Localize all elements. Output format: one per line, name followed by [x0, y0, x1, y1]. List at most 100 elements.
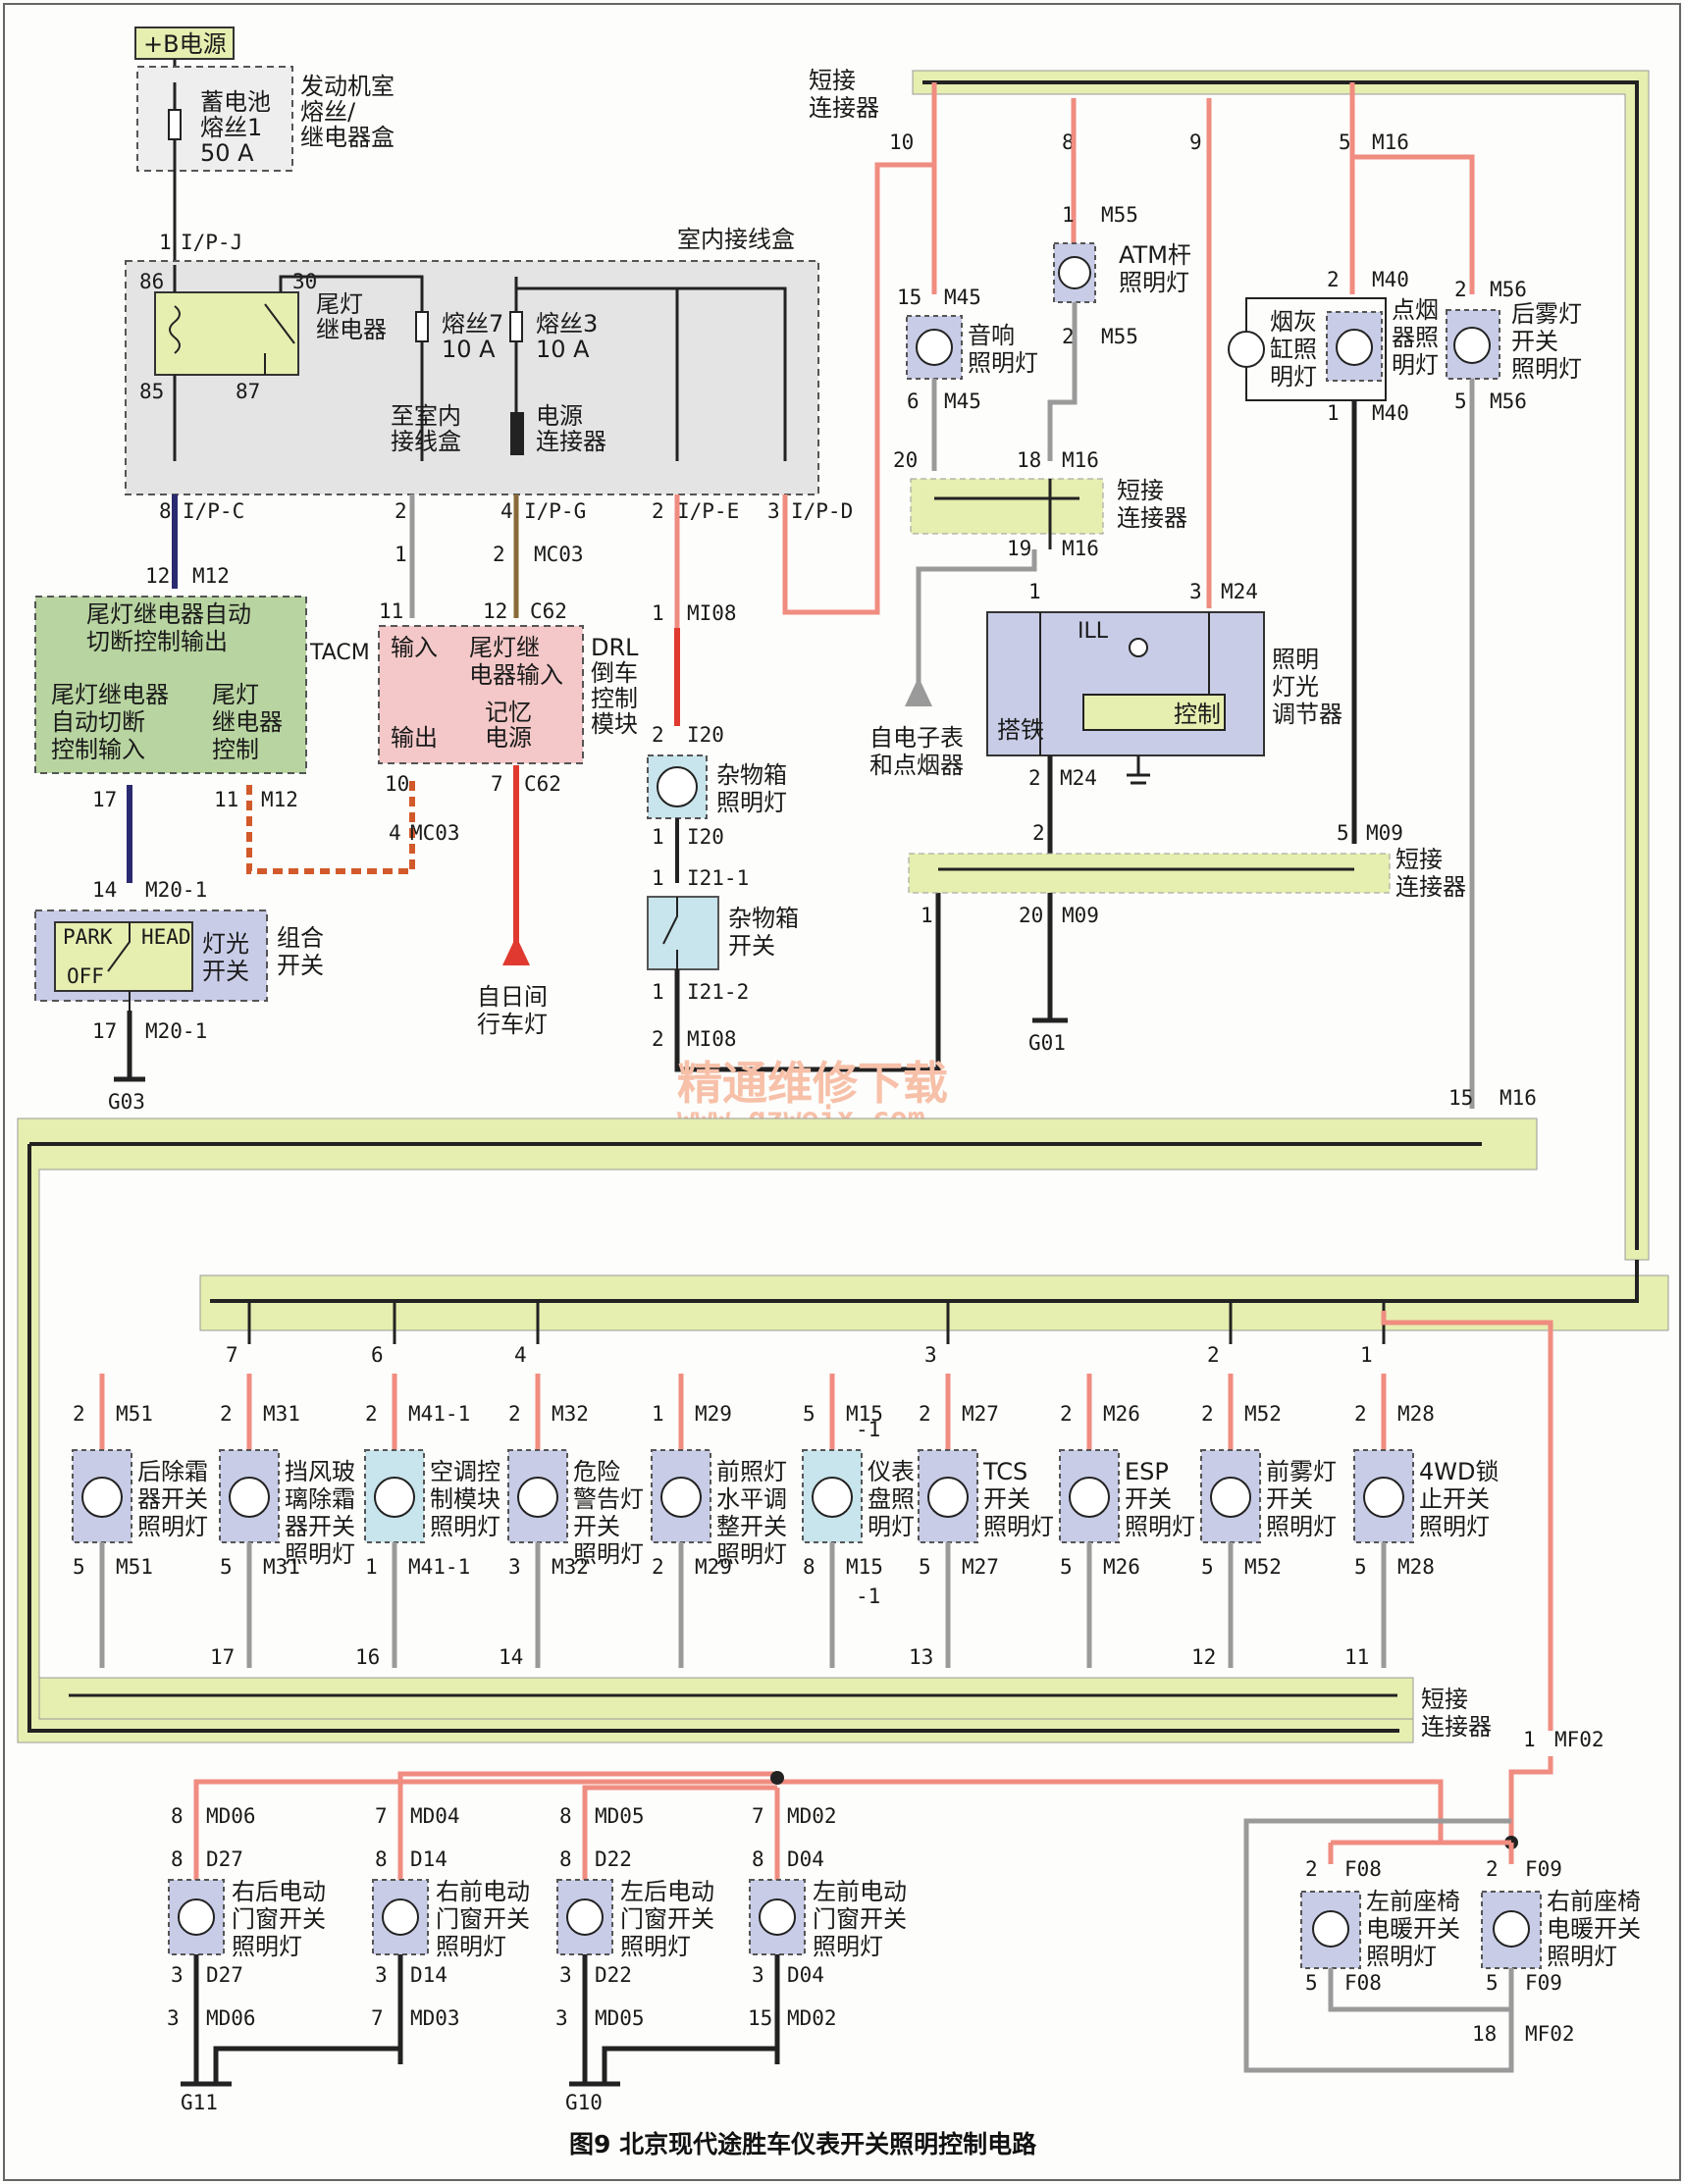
dimmer-module	[986, 611, 1265, 756]
svg-text:1: 1	[652, 825, 664, 849]
junction-box-label: 室内接线盒	[677, 226, 795, 253]
svg-text:10: 10	[385, 772, 409, 796]
combo-park-label: PARK	[63, 925, 113, 949]
lamp-pin-top: 2	[220, 1402, 233, 1426]
glove-sw-label-2: 开关	[728, 932, 775, 960]
m12-label: M12	[192, 564, 230, 588]
bus-pin: 2	[1207, 1343, 1220, 1367]
m56-label: M56	[1490, 278, 1527, 301]
figure-caption: 图9 北京现代途胜车仪表开关照明控制电路	[569, 2130, 1037, 2158]
door-lamp-name-2: 门窗开关	[813, 1905, 907, 1933]
ipj-label: I/P-J	[181, 231, 242, 254]
bulb-icon	[927, 1477, 969, 1518]
lamp-connector-label-2: M27	[962, 1555, 999, 1579]
lamp-name-line: ESP	[1125, 1458, 1169, 1485]
svg-text:7: 7	[491, 772, 503, 796]
svg-text:4: 4	[500, 499, 513, 523]
from-ecu-label-2: 和点烟器	[869, 752, 964, 779]
bus-pin-bottom: 16	[355, 1645, 380, 1669]
m09-label-2: M09	[1062, 904, 1099, 927]
bulb-icon	[660, 1477, 702, 1518]
m45-label-2: M45	[944, 390, 981, 413]
m15-suffix-2: -1	[856, 1585, 880, 1608]
ashtray-bulb-icon	[1228, 331, 1265, 368]
g10-label: G10	[565, 2091, 603, 2114]
lamp-pin-bottom: 5	[1060, 1555, 1073, 1579]
lamp-pin-bottom: 5	[73, 1555, 85, 1579]
lamp-name-line: 开关	[1266, 1485, 1313, 1513]
lamp-name-line: 开关	[983, 1485, 1030, 1513]
m15-suffix: -1	[856, 1418, 880, 1441]
to-junction-label: 至室内	[391, 402, 461, 430]
bus-pin: 4	[514, 1343, 527, 1367]
watermark-text: 精通维修下载	[677, 1057, 948, 1110]
drl-relay-input: 尾灯继	[469, 634, 540, 661]
svg-text:17: 17	[92, 1019, 117, 1043]
lamp-name-line: 仪表	[868, 1458, 915, 1485]
short-conn-bottom-label-2: 连接器	[1421, 1713, 1492, 1741]
svg-text:12: 12	[145, 564, 170, 588]
tacm-ctl-label-2: 继电器	[212, 708, 283, 736]
drl-relay-input-2: 电器输入	[469, 661, 563, 689]
m40-label-2: M40	[1372, 401, 1409, 425]
lamp-name-line: 开关	[1125, 1485, 1172, 1513]
lamp-name-line: 明灯	[868, 1513, 915, 1540]
tacm-title-2: 切断控制输出	[86, 628, 228, 655]
lamp-name-line: 后除霜	[137, 1458, 208, 1485]
battery-fuse-label-2: 熔丝1	[200, 114, 262, 141]
tacm-tag: TACM	[309, 641, 370, 665]
combo-label-2: 开关	[277, 952, 324, 979]
g03-label: G03	[108, 1090, 145, 1114]
short-conn-label-2: 连接器	[809, 94, 879, 122]
svg-text:3: 3	[1189, 580, 1202, 603]
fuse3-rating: 10 A	[536, 336, 590, 363]
lamp-pin-top: 1	[652, 1402, 664, 1426]
lamp-connector-label: M52	[1244, 1402, 1282, 1426]
door-md-top-label: MD06	[206, 1804, 256, 1828]
svg-text:1: 1	[1327, 401, 1340, 425]
bulb-icon	[759, 1898, 796, 1936]
svg-text:30: 30	[292, 270, 317, 293]
door-connector-label-2: D14	[410, 1963, 447, 1987]
door-md-top-label: MD04	[410, 1804, 460, 1828]
svg-text:1: 1	[652, 980, 664, 1004]
bulb-icon	[382, 1898, 419, 1936]
bus-pin-bottom: 13	[909, 1645, 933, 1669]
tacm-input-label: 尾灯继电器	[51, 681, 169, 708]
door-lamp-name-3: 照明灯	[436, 1933, 506, 1960]
seat-connector-label: F08	[1344, 1857, 1382, 1881]
fuse7-rating: 10 A	[442, 336, 496, 363]
door-md-top-label: MD05	[595, 1804, 645, 1828]
svg-text:3: 3	[767, 499, 780, 523]
door-md-bottom-label: MD03	[410, 2006, 460, 2030]
fuse3-label: 熔丝3	[536, 310, 598, 338]
lamp-name-line: 4WD锁	[1419, 1458, 1499, 1485]
bus-pin: 3	[924, 1343, 937, 1367]
m09-label: M09	[1366, 821, 1403, 845]
lamp-pin-top: 2	[1060, 1402, 1073, 1426]
door-pin-bottom: 3	[559, 1963, 572, 1987]
combo-lamp-label: 灯光	[202, 930, 249, 958]
svg-text:9: 9	[1189, 130, 1202, 154]
relay-label-2: 继电器	[316, 316, 387, 343]
svg-text:18: 18	[1017, 448, 1041, 472]
svg-text:15: 15	[1448, 1086, 1473, 1110]
lamp-pin-bottom: 5	[1354, 1555, 1367, 1579]
door-pin-top: 8	[171, 1847, 184, 1871]
lamp-name-line: 照明灯	[1125, 1513, 1195, 1540]
bulb-icon	[178, 1898, 215, 1936]
lamp-pin-bottom: 5	[220, 1555, 233, 1579]
mi08-label: MI08	[687, 601, 737, 625]
seat-lamp-box	[1481, 1891, 1542, 1969]
i21-2-label: I21-2	[687, 980, 749, 1004]
svg-text:1: 1	[1028, 580, 1041, 603]
svg-text:6: 6	[907, 390, 920, 413]
door-connector-label: D22	[595, 1847, 632, 1871]
svg-text:11: 11	[379, 599, 403, 623]
short-conn-m09-label: 短接	[1395, 846, 1443, 873]
rear-fog-label: 后雾灯	[1511, 300, 1582, 328]
m24-label: M24	[1221, 580, 1258, 603]
door-lamp-name: 右后电动	[232, 1878, 326, 1905]
tacm-ctl-label-3: 控制	[212, 736, 259, 763]
